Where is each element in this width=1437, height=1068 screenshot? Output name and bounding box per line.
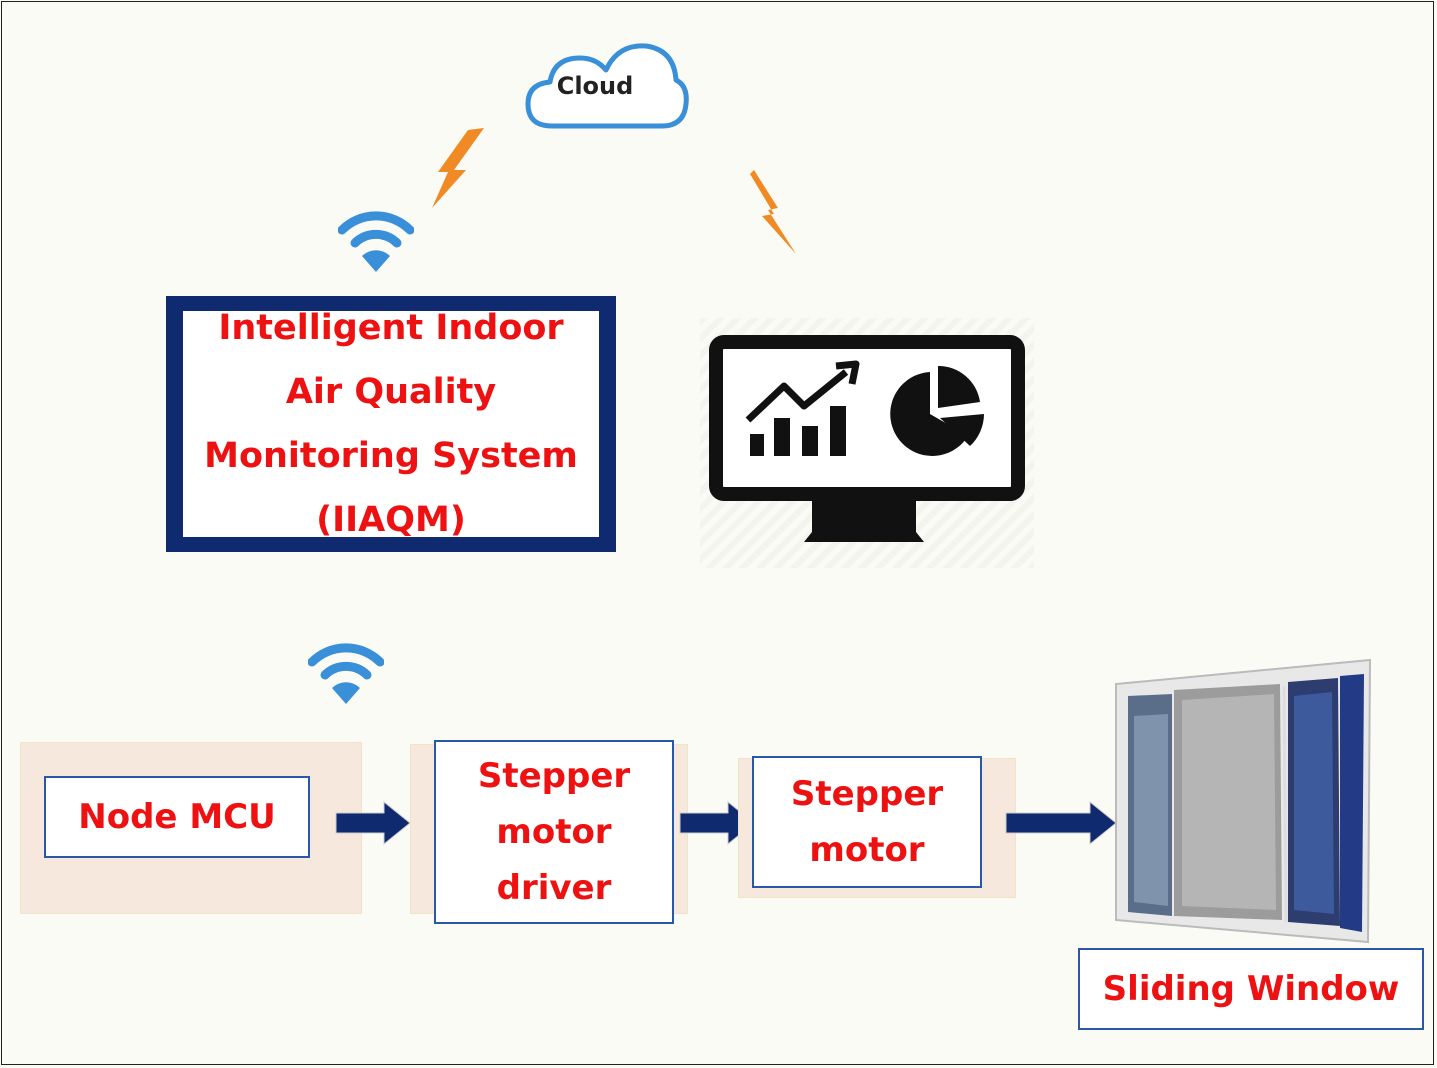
node-mcu-box: Node MCU (44, 776, 310, 858)
stepper-motor-box: Stepper motor (752, 756, 982, 888)
cloud-node: Cloud (522, 40, 692, 132)
monitor-chart-icon (709, 335, 1025, 542)
stepper-driver-label: Stepper motor driver (477, 756, 631, 908)
stepper-driver-box: Stepper motor driver (434, 740, 674, 924)
arrow-right-icon-3 (1005, 800, 1117, 846)
arrow-right-icon-1 (335, 800, 411, 846)
iiaqm-system-box: Intelligent Indoor Air Quality Monitorin… (166, 296, 616, 552)
dashboard-monitor (700, 318, 1034, 568)
cloud-icon (525, 43, 689, 129)
stepper-motor-label: Stepper motor (790, 774, 944, 870)
wifi-icon-node (308, 643, 384, 704)
cloud-label: Cloud (556, 72, 634, 100)
sliding-window-box: Sliding Window (1078, 948, 1424, 1030)
lightning-left-icon (432, 128, 484, 208)
lightning-right-icon (750, 170, 796, 254)
iiaqm-system-inner: Intelligent Indoor Air Quality Monitorin… (182, 308, 600, 540)
sliding-window-label: Sliding Window (1102, 969, 1400, 1009)
node-mcu-label: Node MCU (78, 797, 276, 837)
iiaqm-system-title: Intelligent Indoor Air Quality Monitorin… (204, 308, 578, 540)
wifi-icon-system (338, 211, 414, 272)
sliding-window-image (1115, 658, 1372, 944)
